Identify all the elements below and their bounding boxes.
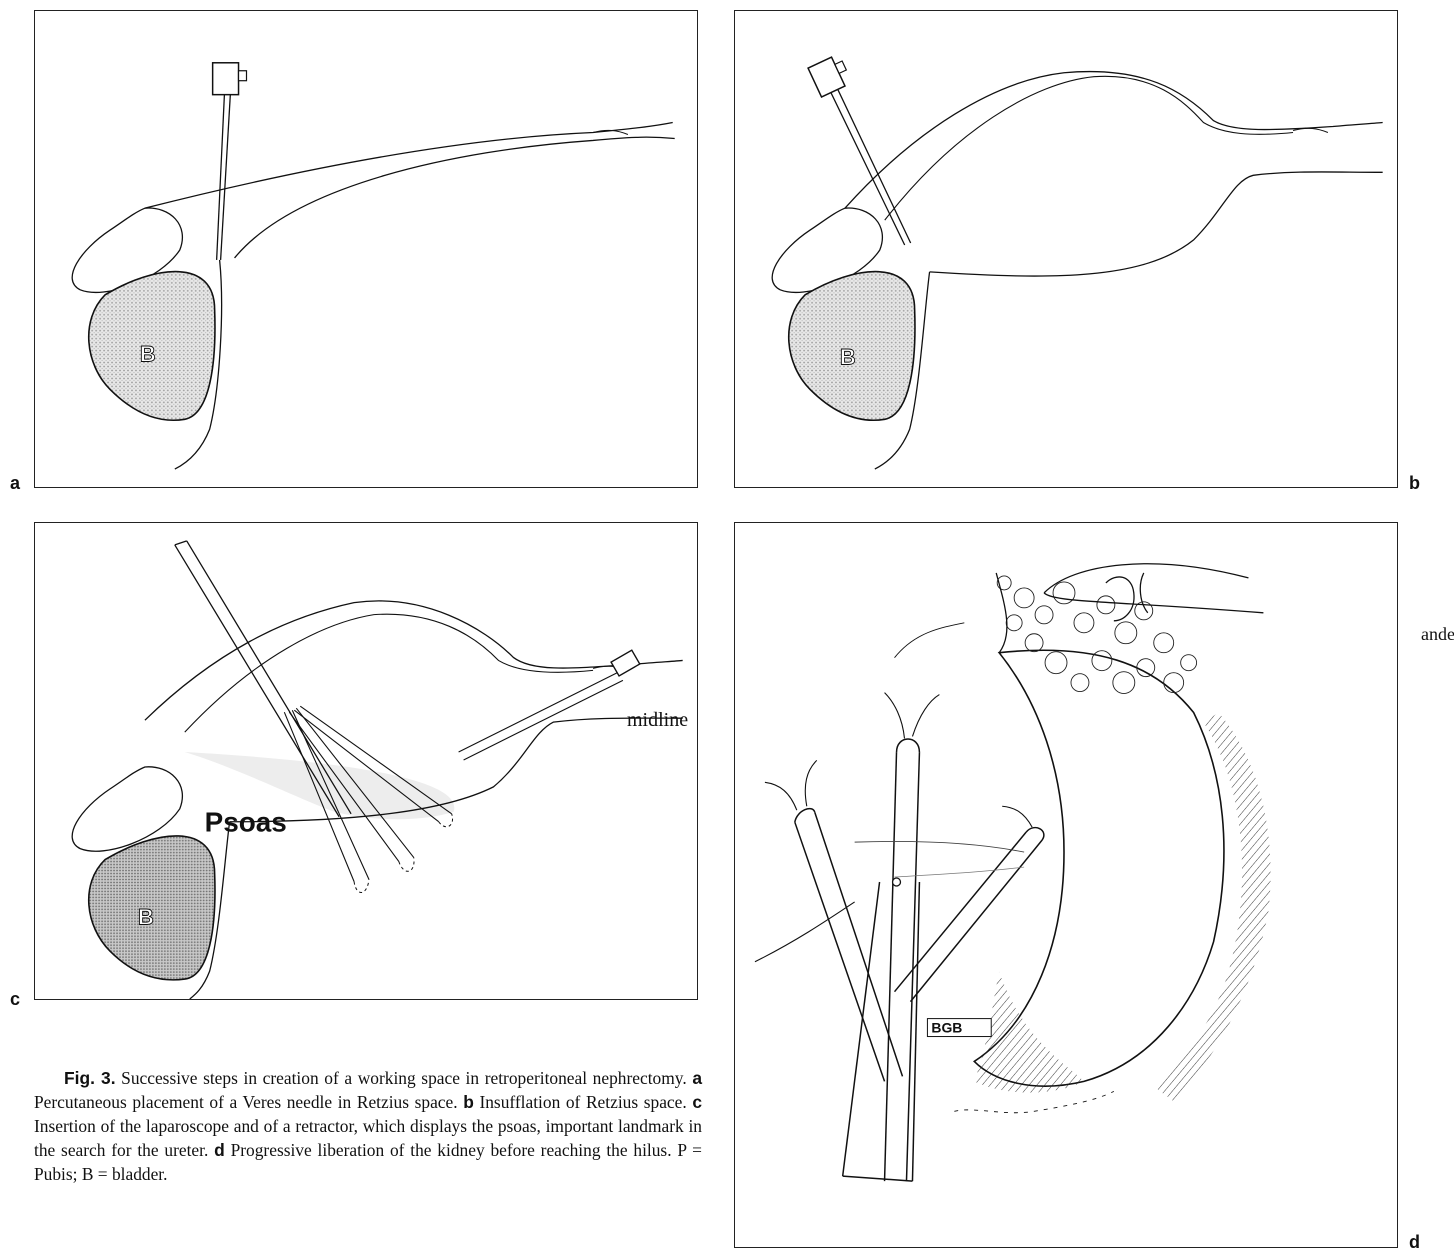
caption-step-letter-d: d xyxy=(214,1140,225,1160)
veres-needle-icon xyxy=(213,63,247,260)
panel-letter-b: b xyxy=(1409,474,1420,492)
instrument-left-icon xyxy=(765,760,903,1081)
psoas-label: Psoas xyxy=(205,807,287,838)
panel-letter-c: c xyxy=(10,990,20,1008)
caption-step-letter-a: a xyxy=(692,1068,702,1088)
caption-step-letter-c: c xyxy=(692,1092,702,1112)
bladder-label-c: B xyxy=(138,904,154,929)
midline-label: midline xyxy=(627,709,688,732)
figure-caption: Fig. 3. Successive steps in creation of … xyxy=(34,1066,702,1186)
panel-b-drawing: B xyxy=(735,11,1397,487)
caption-intro: Successive steps in creation of a workin… xyxy=(121,1068,687,1088)
panel-letter-a: a xyxy=(10,474,20,492)
panel-d-drawing: BGB xyxy=(735,523,1397,1247)
insufflated-space-lower xyxy=(885,76,1293,220)
bladder-label-a: B xyxy=(140,342,156,367)
insufflated-space-upper xyxy=(845,72,1383,209)
artist-stamp: BGB xyxy=(927,1019,991,1037)
figure-label: Fig. 3. xyxy=(64,1068,116,1088)
figure-panel-d: BGB andev d xyxy=(734,522,1398,1248)
grasper-icon xyxy=(1044,564,1263,621)
panel-c-drawing: B Psoas xyxy=(35,523,697,999)
caption-step-text-b: Insufflation of Retzius space. xyxy=(479,1092,686,1112)
panel-a-drawing: B xyxy=(35,11,697,487)
figure-panel-c: B Psoas midline c xyxy=(34,522,698,1000)
cropped-edge-text: andev xyxy=(1421,624,1454,645)
caption-step-text-a: Percutaneous placement of a Veres needle… xyxy=(34,1092,458,1112)
panel-letter-d: d xyxy=(1409,1233,1420,1251)
caption-step-letter-b: b xyxy=(463,1092,474,1112)
figure-panel-a: B a xyxy=(34,10,698,488)
peritoneal-sheet-lower xyxy=(235,137,675,258)
stamp-text: BGB xyxy=(931,1020,962,1036)
bladder-label-b: B xyxy=(840,345,856,370)
instrument-center-icon xyxy=(843,693,940,1182)
figure-panel-b: B b xyxy=(734,10,1398,488)
